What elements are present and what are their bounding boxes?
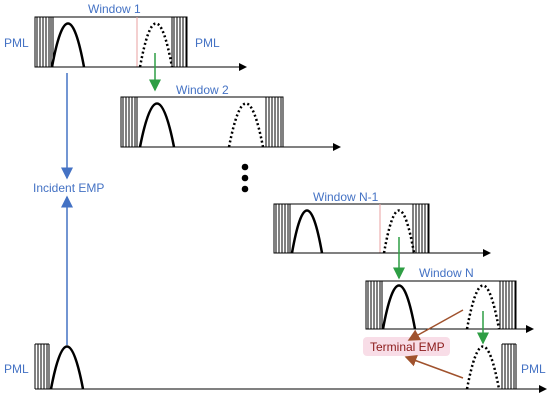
window-n-left-pml	[367, 281, 383, 329]
window-2-right-pml	[265, 97, 282, 147]
window-2: Window 2	[120, 83, 341, 151]
pml-left-bottom-label: PML	[4, 362, 29, 376]
pml-right-bottom-label: PML	[521, 362, 546, 376]
window-2-label: Window 2	[176, 83, 229, 97]
window-n-minus-1-pulse-dotted	[382, 209, 416, 254]
bottom-left-pml	[34, 343, 50, 389]
window-1-label: Window 1	[88, 2, 141, 16]
window-1-pulse-solid	[50, 22, 86, 68]
ellipsis-dots	[241, 163, 249, 193]
bottom-right-pml	[501, 343, 517, 389]
bottom-pulse-dotted	[465, 345, 501, 390]
window-n-minus-1-right-pml	[412, 204, 429, 253]
pml-right-top-label: PML	[195, 36, 220, 50]
pml-left-top-label: PML	[4, 36, 29, 50]
window-n-right-pml	[499, 281, 516, 329]
window-1-right-pml	[171, 17, 187, 67]
terminal-emp: Terminal EMP	[363, 309, 464, 379]
full-domain: PML PML	[4, 343, 547, 393]
terminal-arrow-upper	[407, 309, 464, 341]
window-n-minus-1-pulse-solid	[290, 209, 324, 254]
window-2-pulse-solid	[138, 102, 176, 148]
window-n-pulse-dotted	[465, 284, 501, 330]
window-n-label: Window N	[419, 266, 474, 280]
terminal-emp-highlight	[363, 337, 450, 356]
window-2-left-pml	[122, 97, 138, 147]
window-1-left-pml	[36, 17, 54, 67]
window-1: Window 1 PML PML	[4, 2, 247, 71]
window-n: Window N	[365, 266, 534, 333]
bottom-pulse-solid	[49, 345, 85, 390]
terminal-arrow-lower	[404, 354, 464, 379]
window-n-pulse-solid	[381, 284, 417, 330]
window-n-minus-1-left-pml	[275, 204, 291, 253]
incident-emp-label: Incident EMP	[33, 181, 104, 195]
window-2-pulse-dotted	[227, 102, 265, 148]
terminal-emp-label: Terminal EMP	[370, 340, 445, 354]
window-1-pulse-dotted	[138, 22, 174, 68]
window-n-minus-1: Window N-1	[273, 190, 491, 257]
window-n-minus-1-label: Window N-1	[313, 190, 379, 204]
